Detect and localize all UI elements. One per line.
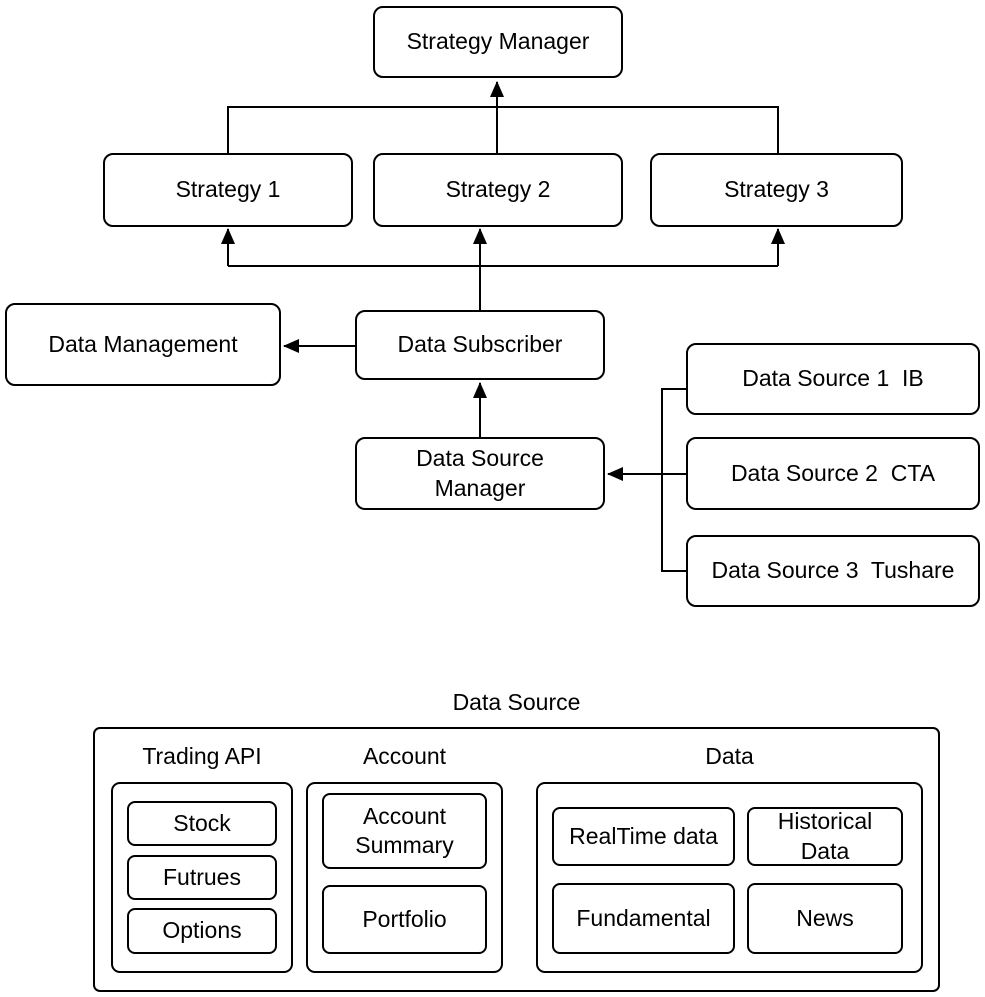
node-strategy-2: Strategy 2 bbox=[373, 153, 623, 227]
node-data-source-manager: Data Source Manager bbox=[355, 437, 605, 510]
item-portfolio: Portfolio bbox=[322, 885, 487, 954]
panel-title-data-source: Data Source bbox=[452, 689, 581, 715]
item-realtime-data: RealTime data bbox=[552, 807, 735, 866]
item-futrues: Futrues bbox=[127, 855, 277, 900]
item-options: Options bbox=[127, 908, 277, 954]
item-fundamental: Fundamental bbox=[552, 883, 735, 954]
node-data-source-1-ib: Data Source 1 IB bbox=[686, 343, 980, 415]
group-label-account: Account bbox=[362, 743, 447, 769]
node-data-management: Data Management bbox=[5, 303, 281, 386]
item-historical-data: Historical Data bbox=[747, 807, 903, 866]
node-strategy-3: Strategy 3 bbox=[650, 153, 903, 227]
node-data-source-3-tushare: Data Source 3 Tushare bbox=[686, 535, 980, 607]
node-data-source-2-cta: Data Source 2 CTA bbox=[686, 437, 980, 510]
group-label-trading-api: Trading API bbox=[142, 743, 262, 769]
node-strategy-manager: Strategy Manager bbox=[373, 6, 623, 78]
item-stock: Stock bbox=[127, 801, 277, 846]
item-account-summary: Account Summary bbox=[322, 793, 487, 869]
node-strategy-1: Strategy 1 bbox=[103, 153, 353, 227]
group-label-data: Data bbox=[705, 743, 754, 769]
connector-sources-bracket bbox=[661, 388, 687, 572]
group-trading-api bbox=[111, 782, 293, 973]
group-data bbox=[536, 782, 923, 973]
group-account bbox=[306, 782, 503, 973]
connector-strategies-to-top-bus bbox=[227, 106, 779, 155]
item-news: News bbox=[747, 883, 903, 954]
node-data-subscriber: Data Subscriber bbox=[355, 310, 605, 380]
